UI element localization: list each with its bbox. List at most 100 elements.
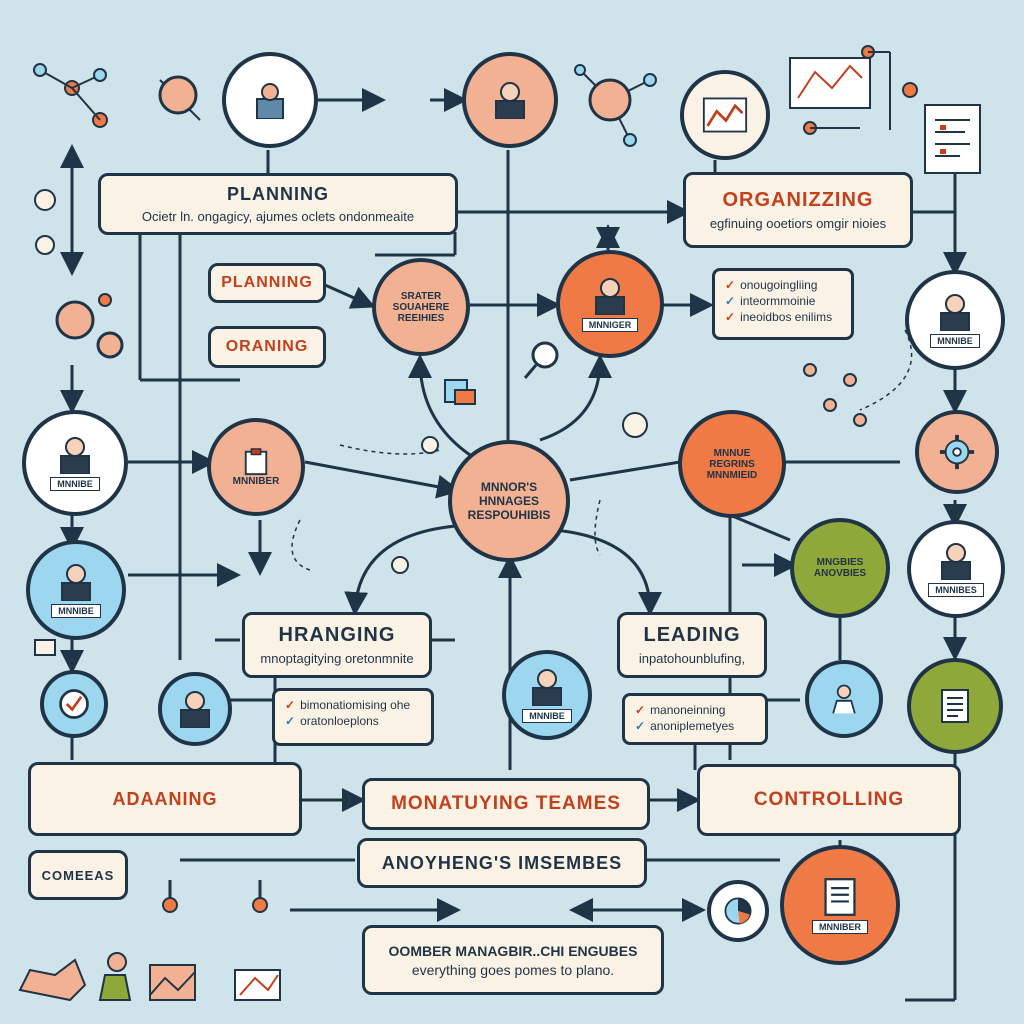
central-hub-label: MNNOR'S HNNAGES RESPOUHIBIS [467, 480, 551, 522]
organing-small-title: ORANING [225, 338, 309, 355]
organizing-checklist: ✓ onougoingliing ✓ inteormmoinie ✓ ineoidbos … [712, 268, 854, 340]
organizing-top-box: ORGANIZZING egfinuing ooetiors omgir nio… [683, 172, 913, 248]
left-person-tag: MNNIBE [50, 476, 100, 491]
person-icon [941, 542, 971, 580]
leading-person-node: MNNIBE [502, 650, 592, 740]
right-person-tag: MNNIBE [930, 333, 980, 348]
planning-small-box: PLANNING [208, 263, 326, 303]
leading-subtitle: inpatohounblufing, [638, 651, 746, 666]
anoyhengs-box: ANOYHENG'S IMSEMBES [357, 838, 647, 888]
organing-small-box: ORANING [208, 326, 326, 368]
leading-checklist: ✓ manoneinning ✓ anoniplemetyes [622, 693, 768, 745]
planning-top-title: PLANNING [227, 184, 329, 204]
pie-chart-icon [724, 897, 752, 925]
mnnue-label: MNNUE REGRINS MNNMIEID [706, 447, 758, 481]
hranging-title: HRANGING [278, 624, 396, 646]
checklist-item-label: onougoingliing [740, 278, 818, 292]
person-icon [532, 668, 562, 706]
clock-icon [59, 689, 89, 719]
right-mid-tag: MNNIBES [928, 582, 984, 597]
controlling-box: CONTROLLING [697, 764, 961, 836]
checklist-item: ✓ oratonloeplons [285, 713, 421, 729]
checklist-item-label: manoneinning [650, 703, 726, 717]
document-icon [941, 689, 969, 723]
bottom-note-line1: OOMBER MANAGBIR..CHI ENGUBES [388, 942, 638, 959]
clipboard-icon [244, 447, 268, 475]
hranging-subtitle: mnoptagitying oretonmnite [260, 651, 414, 666]
chart-icon [702, 97, 748, 133]
pie-node [707, 880, 769, 942]
clock-node [40, 670, 108, 738]
checklist-item: ✓ manoneinning [635, 702, 755, 718]
team-icon [832, 684, 856, 714]
checklist-item-label: ineoidbos enilims [740, 310, 833, 324]
comeas-title: COMEEAS [41, 867, 115, 883]
controller-node: MNNIBER [780, 845, 900, 965]
hranging-checklist: ✓ bimonatiomising ohe ✓ oratonloeplons [272, 688, 434, 746]
checklist-item: ✓ anoniplemetyes [635, 718, 755, 734]
left-blue-person-node: MNNIBE [26, 540, 126, 640]
person-icon [180, 691, 210, 728]
controlling-title: CONTROLLING [753, 789, 905, 810]
document-green-node [907, 658, 1003, 754]
bottom-note-line2: everything goes pomes to plano. [411, 961, 615, 978]
adaaning-box: ADAANING [28, 762, 302, 836]
checklist-item: ✓ onougoingliing [725, 277, 841, 293]
check-icon: ✓ [725, 278, 736, 292]
controller-tag: MNNIBER [812, 919, 868, 934]
checklist-item: ✓ ineoidbos enilims [725, 309, 841, 325]
center-small-node: SRATER SOUAHERE REEIHIES [372, 258, 470, 356]
adaaning-title: ADAANING [112, 788, 218, 809]
monatuying-title: MONATUYING TEAMES [391, 793, 621, 814]
green-node-label: MNGBIES ANOVBIES [813, 557, 867, 579]
checklist-item-label: oratonloeplons [300, 714, 379, 728]
leading-person-tag: MNNIBE [522, 708, 572, 723]
leading-box: LEADING inpatohounblufing, [617, 612, 767, 678]
small-icon-node: MNNIBER [207, 418, 305, 516]
organizing-top-subtitle: egfinuing ooetiors omgir nioies [709, 216, 887, 231]
checklist-item: ✓ inteormmoinie [725, 293, 841, 309]
leading-title: LEADING [643, 624, 741, 646]
central-hub-node: MNNOR'S HNNAGES RESPOUHIBIS [448, 440, 570, 562]
person-icon [595, 277, 625, 315]
comeas-box: COMEEAS [28, 850, 128, 900]
top-center-person-node [462, 52, 558, 148]
hranging-person-node [158, 672, 232, 746]
check-icon: ✓ [635, 719, 646, 733]
check-icon: ✓ [285, 714, 296, 728]
person-icon [940, 293, 970, 331]
monatuying-box: MONATUYING TEAMES [362, 778, 650, 830]
green-node: MNGBIES ANOVBIES [790, 518, 890, 618]
checklist-item: ✓ bimonatiomising ohe [285, 697, 421, 713]
right-gear-node [915, 410, 999, 494]
left-blue-tag: MNNIBE [51, 603, 101, 618]
check-icon: ✓ [285, 698, 296, 712]
check-icon: ✓ [635, 703, 646, 717]
checklist-item-label: anoniplemetyes [650, 719, 735, 733]
check-icon: ✓ [725, 310, 736, 324]
mnnue-node: MNNUE REGRINS MNNMIEID [678, 410, 786, 518]
planning-top-box: PLANNING Ocietr ln. ongagicy, ajumes ocl… [98, 173, 458, 235]
checklist-item-label: bimonatiomising ohe [300, 698, 411, 712]
planning-top-subtitle: Ocietr ln. ongagicy, ajumes oclets ondon… [141, 209, 415, 224]
right-person-node: MNNIBE [905, 270, 1005, 370]
manager-orange-tag: MNNIGER [581, 317, 639, 332]
hranging-box: HRANGING mnoptagitying oretonmnite [242, 612, 432, 678]
anoyhengs-title: ANOYHENG'S IMSEMBES [381, 852, 623, 873]
document-icon [824, 877, 856, 916]
small-icon-node-label: MNNIBER [232, 475, 280, 487]
top-right-chart-node [680, 70, 770, 160]
person-icon [495, 82, 525, 119]
person-icon [256, 83, 284, 119]
checklist-item-label: inteormmoinie [740, 294, 816, 308]
manager-orange-node: MNNIGER [556, 250, 664, 358]
check-icon: ✓ [725, 294, 736, 308]
team-node [805, 660, 883, 738]
organizing-top-title: ORGANIZZING [722, 189, 874, 211]
bottom-note-box: OOMBER MANAGBIR..CHI ENGUBES everything … [362, 925, 664, 995]
top-left-person-node [222, 52, 318, 148]
gear-icon [939, 434, 975, 470]
right-mid-person-node: MNNIBES [907, 520, 1005, 618]
